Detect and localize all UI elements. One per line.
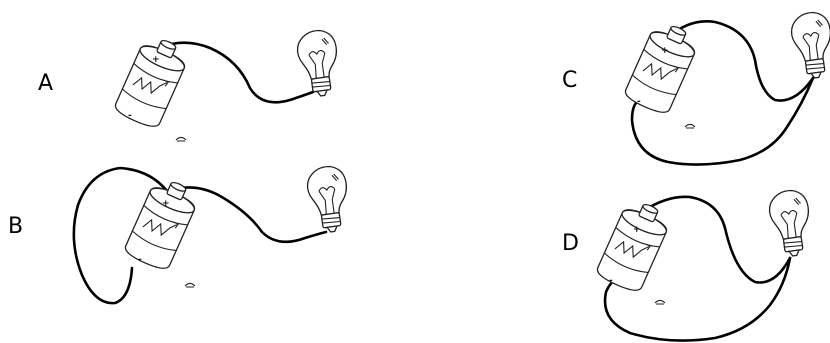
wire-c-bottom [630,76,815,166]
wire-b-top [165,186,328,244]
logo-b [184,282,196,288]
panel-a: A + - [38,27,344,142]
panel-c: C + - [562,9,830,166]
panel-label-a: A [38,71,53,96]
panel-d: D + - [562,187,816,342]
bulb-a [294,27,344,99]
logo-d [654,299,666,305]
wire-d-bottom [603,256,792,342]
wire-c-top [665,20,815,102]
battery-a-minus: - [128,111,132,121]
battery-a [111,31,193,132]
bulb-c [788,9,830,81]
wire-b-loop [72,166,169,305]
battery-c [621,17,703,118]
panel-label-b: B [8,214,23,239]
battery-b [121,173,203,274]
battery-d-minus: - [609,276,613,286]
logo-c [684,123,696,129]
battery-d-plus: + [633,225,641,235]
panel-label-c: C [562,68,577,93]
wire-d-top [641,195,792,284]
battery-b-minus: - [138,255,142,265]
battery-c-plus: + [661,46,669,56]
panel-b: B + - [8,163,354,305]
wire-a-top [160,41,315,104]
battery-d [593,195,675,296]
bulb-d [766,187,816,259]
logo-a [175,136,187,142]
battery-b-plus: + [162,199,170,209]
panel-label-d: D [562,231,579,256]
battery-c-minus: - [637,97,641,107]
battery-a-plus: + [152,55,160,65]
bulb-b [304,163,354,235]
